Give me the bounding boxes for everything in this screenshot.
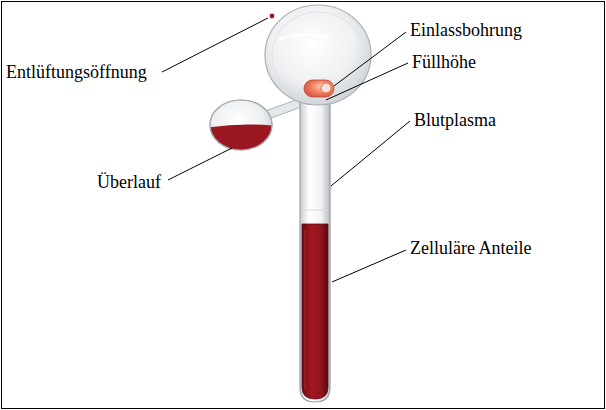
leader-line	[162, 18, 268, 72]
overflow-cup-outline	[210, 100, 272, 150]
leader-line	[331, 121, 410, 186]
leader-line	[168, 148, 232, 180]
tube-highlight	[305, 230, 306, 390]
plasma-boundary	[302, 210, 328, 211]
leader-line	[334, 32, 406, 86]
part-label: Zelluläre Anteile	[410, 238, 531, 258]
cap-highlight	[278, 34, 330, 40]
part-label: Füllhöhe	[412, 52, 476, 72]
overflow-blood	[205, 124, 277, 160]
tube	[300, 95, 330, 402]
inlet-bore	[304, 80, 334, 97]
cellular-fraction	[302, 224, 328, 399]
part-label: Einlassbohrung	[410, 20, 522, 40]
cap-disc	[265, 5, 371, 105]
part-label: Entlüftungsöffnung	[6, 62, 147, 82]
inlet-opening	[321, 83, 331, 93]
leader-line	[332, 250, 406, 282]
part-label: Überlauf	[97, 172, 161, 192]
leader-line	[326, 63, 408, 100]
vent-hole	[270, 14, 275, 19]
cap-rim	[272, 12, 364, 98]
leader-lines	[162, 18, 410, 282]
part-label: Blutplasma	[414, 110, 496, 130]
